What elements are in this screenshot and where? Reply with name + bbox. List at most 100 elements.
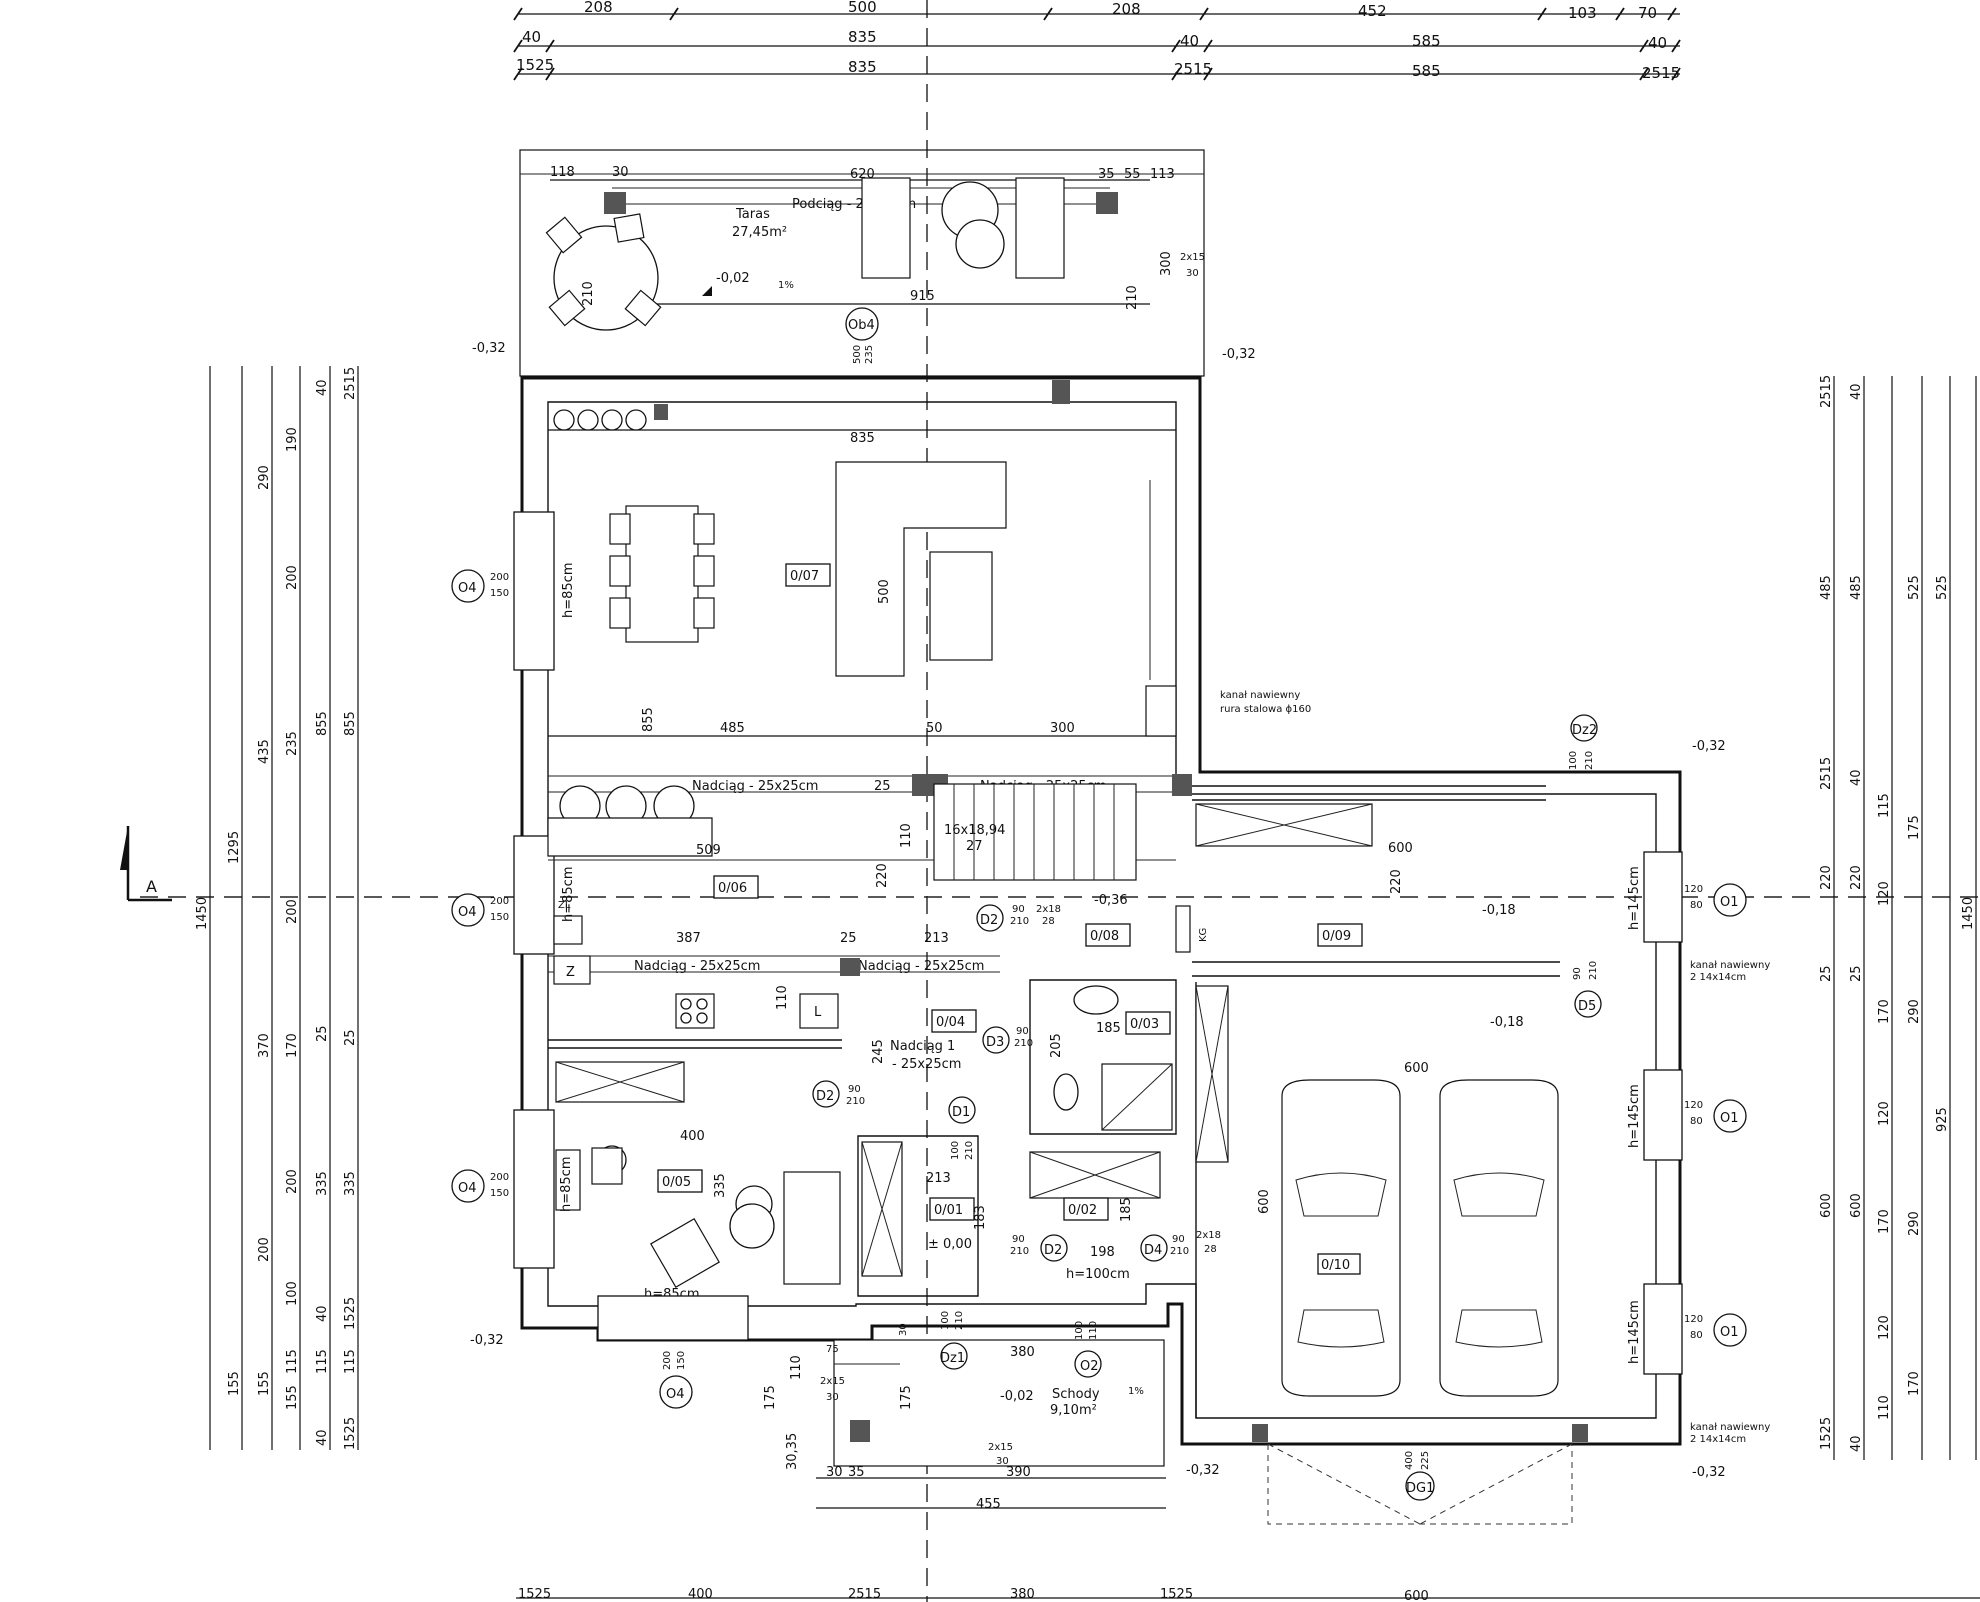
room-0-04: 0/04 [936,1015,965,1030]
dim-220a: 220 [875,863,890,888]
level-outside-5: -0,32 [1186,1463,1220,1478]
terrace: Podciąg - 25x25cm Taras 27,45m² -0,02 1%… [519,149,1205,377]
door-d4-w: 90 [1172,1234,1185,1245]
coffee-table [929,551,993,661]
terrace-area: 27,45m² [732,225,787,240]
outside-levels: -0,32 -0,32 -0,32 -0,32 -0,32 -0,32 [470,341,1726,1480]
staircase: 16x18,94 27 110 220 0/08 -0,36 D2 90 210… [875,783,1209,953]
dim-335: 335 [713,1173,728,1198]
top-dim-13: 835 [848,58,877,76]
door-d3: D3 [986,1035,1004,1050]
terrace-column-left [604,192,626,214]
top-dim-11: 40 [1648,34,1667,52]
window-o1-2-w: 120 [1684,1100,1703,1111]
left-dim-100: 100 [285,1281,300,1306]
terrace-dim-113: 113 [1150,167,1175,182]
entry-area: D1 100 210 213 0/01 183 ± 0,00 0/02 185 … [857,1096,1221,1297]
window-o4-3-w: 200 [490,1172,509,1183]
window-o2-h: 110 [1088,1321,1099,1340]
door-d2-a-w: 90 [1012,904,1025,915]
left-window-height-1: h=85cm [561,563,576,619]
dim-175a: 175 [763,1385,778,1410]
terrace-dim-915: 915 [910,289,935,304]
window-o1-3-marker [1713,1313,1747,1347]
door-dz2-w: 100 [1568,751,1579,770]
right-dim-25a: 25 [1819,965,1834,982]
right-dim-925: 925 [1935,1107,1950,1132]
dim-25-beam: 25 [874,779,891,794]
left-dim-155b: 155 [257,1371,272,1396]
left-dim-190: 190 [285,427,300,452]
room-0-08: 0/08 [1090,929,1119,944]
right-dim-220b: 220 [1849,865,1864,890]
right-dim-220a: 220 [1819,865,1834,890]
right-dim-170a: 170 [1877,999,1892,1024]
right-window-height-3: h=145cm [1627,1300,1642,1364]
dim-380: 380 [1010,1345,1035,1360]
terrace-dim-500: 500 [852,345,863,364]
right-dim-1525: 1525 [1819,1417,1834,1450]
right-dim-290a: 290 [1907,999,1922,1024]
right-dim-600a: 600 [1819,1193,1834,1218]
left-dim-170: 170 [285,1033,300,1058]
bottom-dim-30: 30 [826,1465,843,1480]
terrace-dim-235: 235 [864,345,875,364]
stairs-2x15: 2x15 [820,1376,845,1387]
window-o1-1-w: 120 [1684,884,1703,895]
vent-label-6: 2 14x14cm [1690,1434,1746,1445]
dim-400: 400 [680,1129,705,1144]
top-dim-4: 452 [1358,2,1387,20]
window-o4-3-h: 150 [490,1188,509,1199]
level-in3: -0,18 [1490,1015,1524,1030]
car-right [1439,1079,1559,1397]
dim-75: 75 [826,1344,839,1355]
left-dim-235: 235 [285,731,300,756]
room-0-06: 0/06 [718,881,747,896]
beam-label-5b: - 25x25cm [892,1057,961,1072]
window-o1-2: O1 [1720,1111,1739,1126]
dim-110a: 110 [899,823,914,848]
door-d4: D4 [1144,1243,1162,1258]
beam-label-4: Nadciąg - 25x25cm [858,959,984,974]
dim-110c: 110 [789,1355,804,1380]
dim-387: 387 [676,931,701,946]
kitchen-l-mark: L [814,1005,822,1020]
vent-label-1: kanał nawiewny [1220,690,1300,701]
window-o2-w: 100 [1074,1321,1085,1340]
window-o4-1-h: 150 [490,588,509,599]
right-window-height-1: h=145cm [1627,866,1642,930]
right-dim-1450: 1450 [1961,897,1976,930]
ob4-label: Ob4 [848,318,875,333]
dim-600a: 600 [1388,841,1413,856]
left-dim-115b: 115 [315,1349,330,1374]
bottom-dim-35: 35 [848,1465,865,1480]
left-dim-2515a: 2515 [343,367,358,400]
door-d2-a-h: 210 [1010,916,1029,927]
right-dim-170b: 170 [1877,1209,1892,1234]
dim-183: 183 [973,1205,988,1230]
stairs-slope: 1% [1128,1386,1144,1397]
bottom-dim-30b: 30 [996,1456,1009,1467]
door-d3-w: 90 [1016,1026,1029,1037]
door-d4-h: 210 [1170,1246,1189,1257]
right-dim-40a: 40 [1849,383,1864,400]
stairs-name: Schody [1052,1387,1100,1402]
door-d5-h: 210 [1588,961,1599,980]
window-o4-1-w: 200 [490,572,509,583]
window-height-100: h=100cm [1066,1267,1130,1282]
window-o4-3-marker [451,1169,485,1203]
terrace-name: Taras [735,207,770,222]
right-window-height-2: h=145cm [1627,1084,1642,1148]
car-left [1281,1079,1401,1397]
dim-300: 300 [1050,721,1075,736]
door-d2-b-w: 90 [848,1084,861,1095]
dim-245: 245 [871,1039,886,1064]
window-o4-2-marker [451,893,485,927]
living-room: 835 0/07 500 485 50 300 855 [548,380,1177,737]
right-dim-600b: 600 [1849,1193,1864,1218]
door-dz1-w: 100 [940,1311,951,1330]
level-outside-2: -0,32 [1222,347,1256,362]
bottom-dimension-chains: 390 455 30 35 2x15 30 30,35 1525 400 251… [516,1433,1980,1602]
window-o4-3: O4 [458,1181,477,1196]
